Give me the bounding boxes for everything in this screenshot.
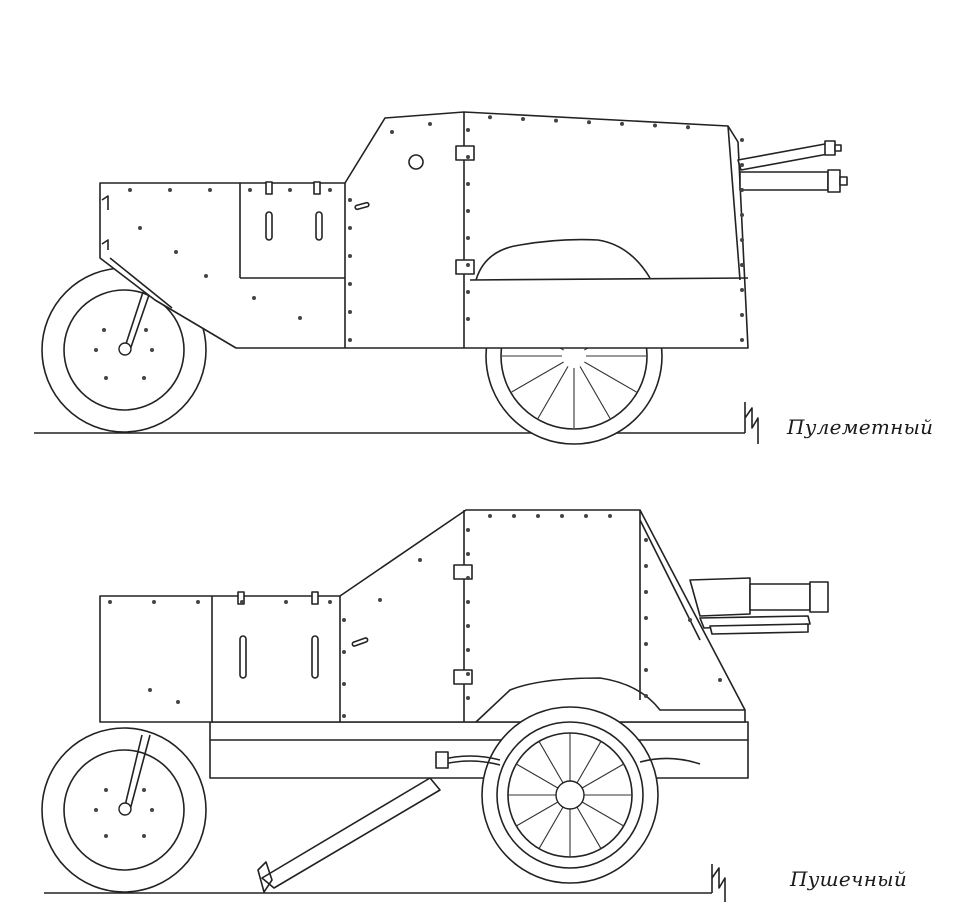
porthole-top [408, 154, 424, 170]
caption-cannon-variant: Пушечный [790, 867, 908, 891]
armored-hull-top [99, 111, 749, 349]
front-wheel-bottom [41, 727, 207, 893]
section-break-mark-top [744, 402, 759, 444]
vision-slot-left [265, 211, 273, 241]
armored-hull-bottom [99, 509, 746, 723]
cannon-barrel [689, 577, 829, 635]
caption-machine-gun-variant: Пулеметный [787, 415, 934, 439]
cannon-armored-car [41, 509, 829, 902]
machine-gun-barrels [737, 140, 848, 193]
hinge-upper-top [455, 145, 475, 161]
section-break-mark-bottom [711, 864, 726, 902]
chassis-frame [209, 721, 749, 779]
hinge-lower-top [455, 259, 475, 275]
rear-wheel-bottom [481, 706, 659, 884]
vision-slot-right [315, 211, 323, 241]
front-wheel-top [41, 267, 207, 433]
machine-gun-armored-car [34, 111, 848, 445]
trail-spade [261, 777, 441, 889]
